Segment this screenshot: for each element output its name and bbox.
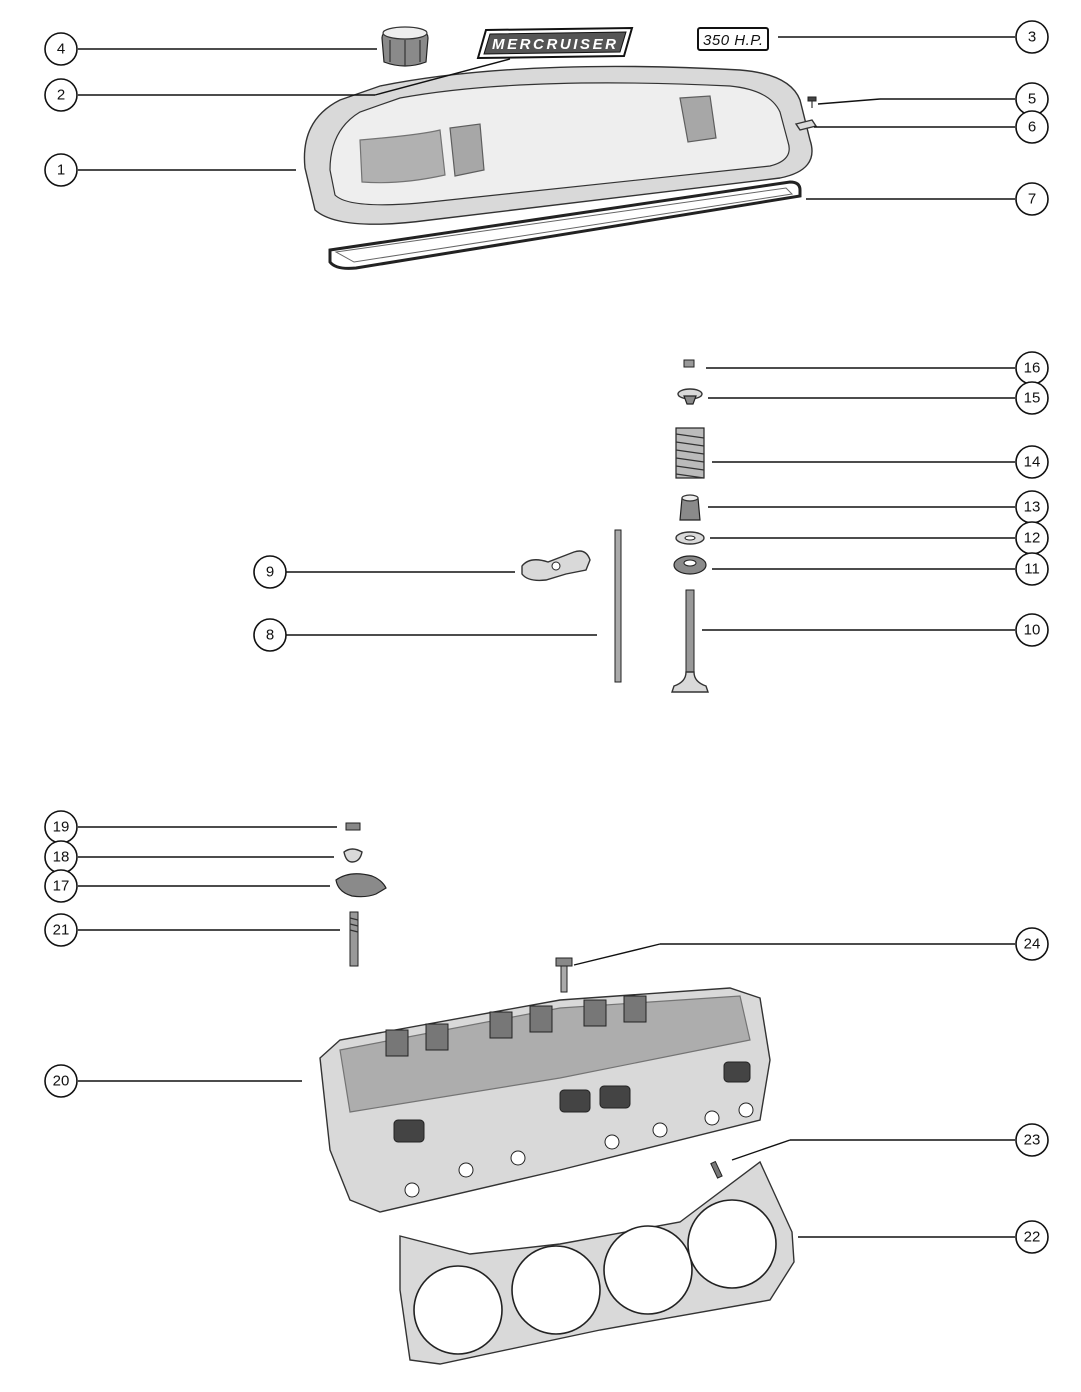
head-gasket (399, 1160, 795, 1365)
rocker-arm-cover (303, 65, 813, 225)
callout-6: 6 (1015, 110, 1049, 144)
nameplate-emblem: MERCRUISER (476, 26, 634, 60)
horsepower-plate: 350 H.P. (697, 27, 769, 51)
rocker-arm (521, 550, 591, 582)
valve (671, 589, 709, 693)
callout-1: 1 (44, 153, 78, 187)
callout-21: 21 (44, 913, 78, 947)
callout-label: 7 (1028, 191, 1036, 208)
valve-stem-seal (679, 494, 701, 521)
callout-23: 23 (1015, 1123, 1049, 1157)
callout-label: 14 (1024, 454, 1041, 471)
callout-8: 8 (253, 618, 287, 652)
callout-4: 4 (44, 32, 78, 66)
cover-gasket (328, 180, 802, 270)
callout-label: 9 (266, 564, 274, 581)
oil-filler-cap (381, 26, 429, 67)
rocker-arm-stud (349, 911, 359, 967)
callout-label: 13 (1024, 499, 1041, 516)
callout-17: 17 (44, 869, 78, 903)
rocker-arm-small (335, 873, 387, 898)
valve-springs-on-head (385, 995, 647, 1057)
callout-label: 3 (1028, 29, 1036, 46)
callout-label: 5 (1028, 91, 1036, 108)
head-bolt-holes (404, 1102, 754, 1198)
cylinder-head (319, 987, 771, 1213)
callout-20: 20 (44, 1064, 78, 1098)
callout-7: 7 (1015, 182, 1049, 216)
callout-11: 11 (1015, 552, 1049, 586)
callout-10: 10 (1015, 613, 1049, 647)
rocker-arm-ball (343, 848, 363, 863)
leader-lines (78, 36, 1015, 1238)
shim-washer (675, 531, 705, 545)
callout-19: 19 (44, 810, 78, 844)
callout-label: 24 (1024, 936, 1041, 953)
spring-damper (673, 555, 707, 575)
callout-16: 16 (1015, 351, 1049, 385)
callout-12: 12 (1015, 521, 1049, 555)
callout-label: 18 (53, 849, 70, 866)
callout-24: 24 (1015, 927, 1049, 961)
cover-washer (794, 119, 818, 131)
callout-18: 18 (44, 840, 78, 874)
head-bolt (555, 957, 573, 993)
callout-label: 4 (57, 41, 65, 58)
push-rod (614, 529, 622, 683)
callout-22: 22 (1015, 1220, 1049, 1254)
callout-label: 21 (53, 922, 70, 939)
callout-13: 13 (1015, 490, 1049, 524)
callout-label: 23 (1024, 1132, 1041, 1149)
valve-spring (675, 427, 705, 479)
valve-lock (683, 359, 695, 368)
callout-2: 2 (44, 78, 78, 112)
callout-label: 8 (266, 627, 274, 644)
rocker-arm-nut (345, 822, 361, 831)
callout-label: 10 (1024, 622, 1041, 639)
callout-label: 15 (1024, 390, 1041, 407)
callout-label: 17 (53, 878, 70, 895)
callout-label: 1 (57, 162, 65, 179)
valve-rotator (677, 388, 703, 405)
callout-9: 9 (253, 555, 287, 589)
nameplate-text: MERCRUISER (492, 36, 616, 53)
horsepower-plate-text: 350 H.P. (703, 32, 763, 49)
cover-screw (807, 96, 817, 108)
callout-14: 14 (1015, 445, 1049, 479)
callout-label: 19 (53, 819, 70, 836)
callout-label: 22 (1024, 1229, 1041, 1246)
callout-label: 16 (1024, 360, 1041, 377)
callout-label: 6 (1028, 119, 1036, 136)
callout-5: 5 (1015, 82, 1049, 116)
locating-pin (710, 1160, 723, 1179)
callout-15: 15 (1015, 381, 1049, 415)
callout-label: 12 (1024, 530, 1041, 547)
callout-label: 20 (53, 1073, 70, 1090)
exhaust-ports (393, 1061, 751, 1143)
callout-label: 2 (57, 87, 65, 104)
callout-3: 3 (1015, 20, 1049, 54)
callout-label: 11 (1024, 561, 1040, 578)
